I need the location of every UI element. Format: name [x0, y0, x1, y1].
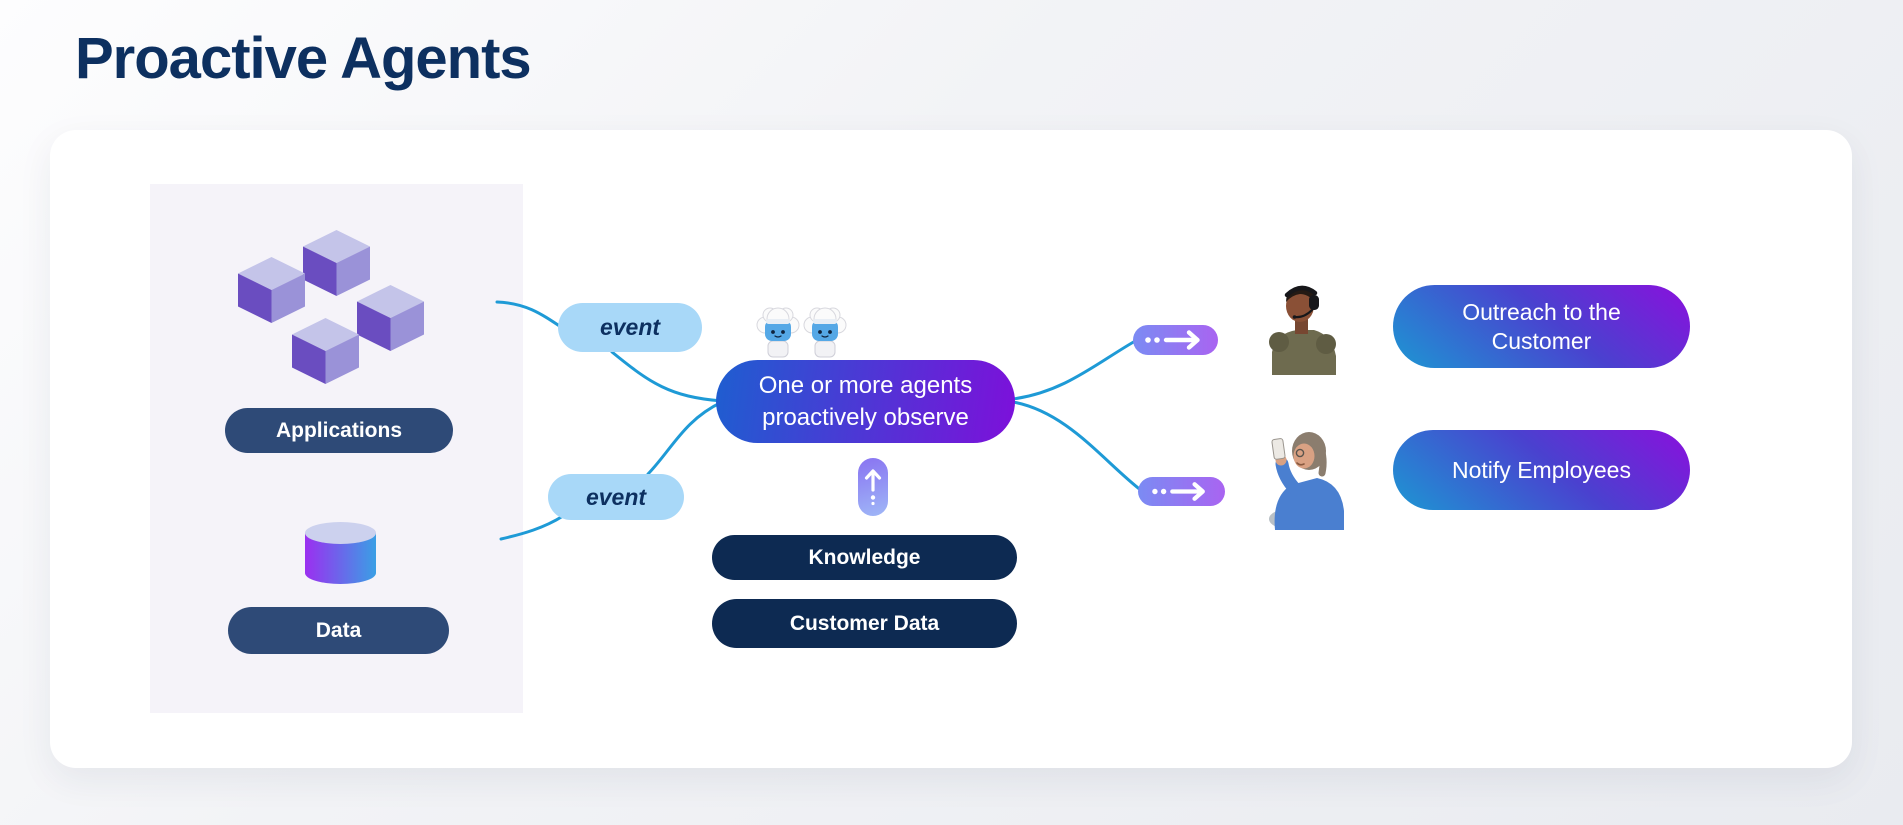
agent-observe-node: One or more agents proactively observe	[716, 360, 1015, 443]
action-arrow-pill-bottom	[1138, 477, 1225, 506]
page-title: Proactive Agents	[75, 26, 532, 91]
knowledge-label: Knowledge	[808, 545, 921, 569]
customer-with-headset-photo	[1269, 285, 1336, 375]
outreach-customer-pill: Outreach to the Customer	[1393, 285, 1690, 368]
data-pill: Data	[228, 607, 449, 654]
applications-label: Applications	[275, 418, 402, 442]
applications-pill: Applications	[225, 408, 453, 453]
customer-data-pill: Customer Data	[712, 599, 1017, 648]
employee-with-phone-photo	[1269, 432, 1344, 530]
agent-observe-line1: One or more agents	[758, 372, 973, 400]
einstein-agent-mascot-icon	[756, 307, 800, 358]
notify-employees-label: Notify Employees	[1452, 456, 1631, 483]
application-cubes-icon	[238, 230, 424, 384]
event-top-label: event	[599, 314, 661, 340]
knowledge-pill: Knowledge	[712, 535, 1017, 580]
outreach-customer-label: Outreach to the Customer	[1462, 298, 1621, 354]
customer-data-label: Customer Data	[789, 611, 940, 635]
einstein-agent-mascots	[755, 306, 848, 359]
arrow-up-dotted-icon	[864, 469, 882, 506]
agent-observe-line2: proactively observe	[762, 403, 969, 431]
event-pill-top: event	[558, 303, 702, 352]
notify-employees-pill: Notify Employees	[1393, 430, 1690, 510]
dashed-arrow-right-icon	[1145, 330, 1200, 350]
event-pill-bottom: event	[548, 474, 684, 520]
action-arrow-pill-top	[1133, 325, 1218, 355]
event-bottom-label: event	[585, 483, 647, 510]
dashed-arrow-right-icon	[1152, 482, 1205, 501]
data-label: Data	[315, 618, 362, 642]
data-cylinder-icon	[305, 522, 376, 584]
grounding-capsule	[858, 458, 888, 516]
einstein-agent-mascot-icon	[803, 307, 847, 358]
